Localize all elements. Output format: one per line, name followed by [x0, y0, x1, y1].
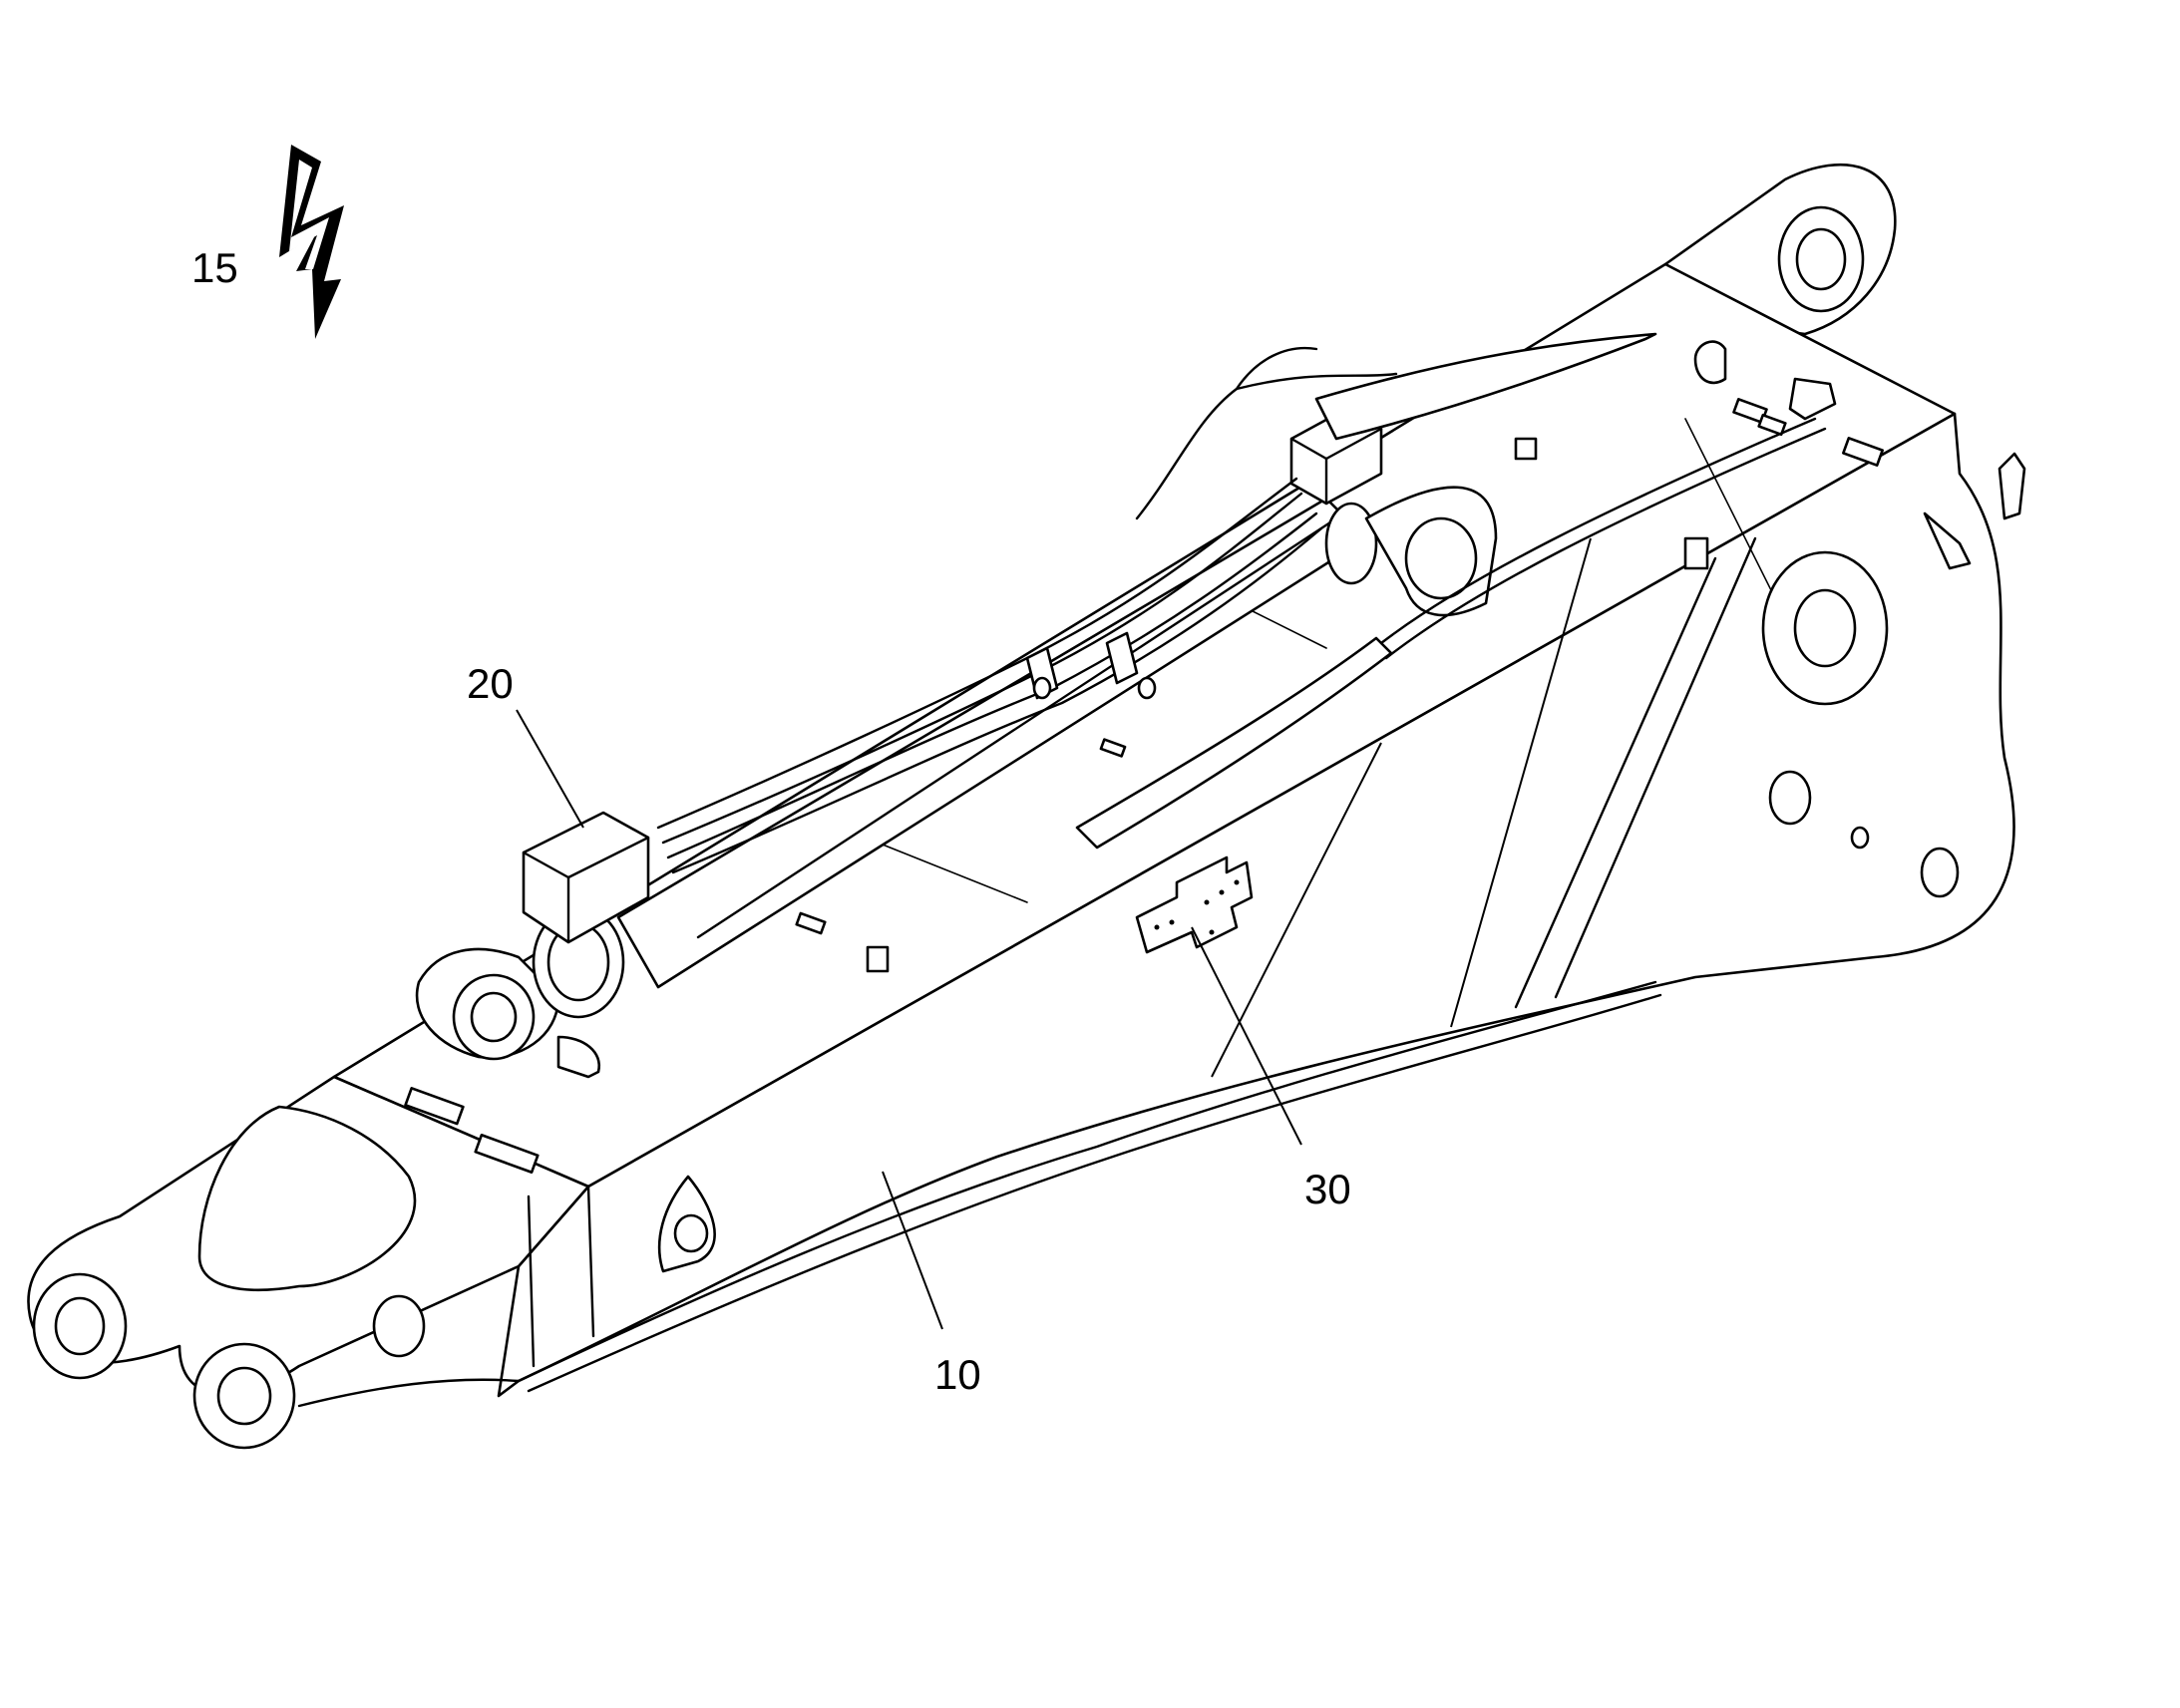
- leader-lines: [516, 537, 1592, 1330]
- mounting-plate: [1135, 855, 1254, 954]
- callout-10: 10: [934, 1351, 981, 1398]
- top-plate-brackets: [404, 377, 1884, 1175]
- boom-upper-struts: [1075, 332, 1827, 850]
- callout-15: 15: [191, 244, 238, 291]
- hydraulic-hoses: [656, 477, 1323, 874]
- boom-front-section: [27, 1075, 716, 1450]
- callout-20: 20: [467, 660, 514, 707]
- hydraulic-cylinder: [415, 407, 1498, 1061]
- lightning-bolt-icon: [279, 145, 344, 339]
- callout-30: 30: [1304, 1166, 1351, 1212]
- boom-rear-upper-arm: [1663, 164, 1897, 336]
